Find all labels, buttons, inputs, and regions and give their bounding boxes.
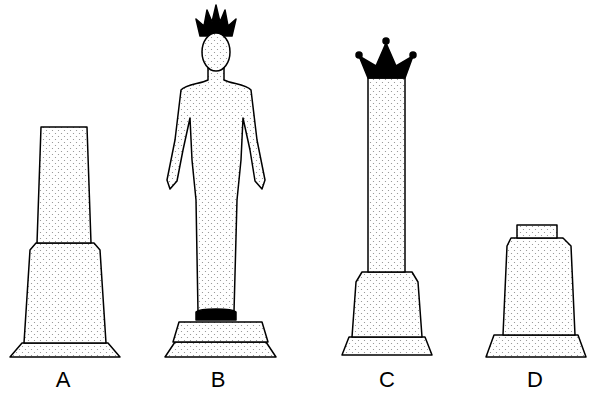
pedestal-d: [486, 225, 586, 357]
figure-letter: D: [527, 369, 543, 391]
column-a: [10, 127, 120, 357]
figure-letter: C: [379, 369, 395, 391]
figure-letter: A: [56, 369, 71, 391]
obelisk-c: [342, 38, 432, 355]
statue-b: [165, 5, 276, 357]
figure-letter: B: [211, 369, 226, 391]
